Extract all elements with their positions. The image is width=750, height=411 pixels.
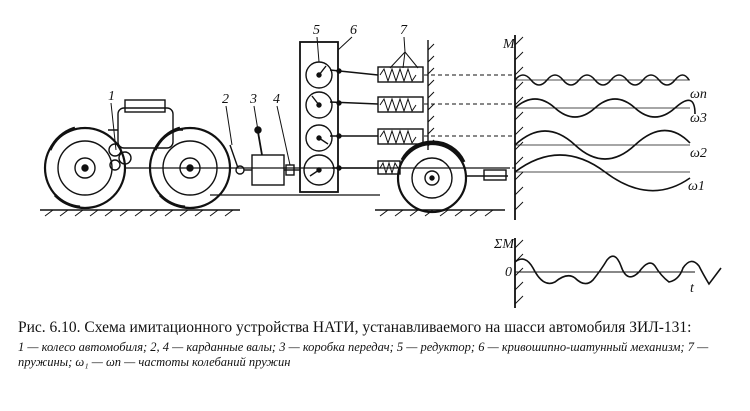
gearbox-3	[251, 126, 285, 186]
label-6: 6	[350, 23, 357, 38]
projection-lines	[400, 74, 515, 169]
springs-7	[377, 51, 424, 175]
label-omega-1: ω1	[688, 179, 705, 194]
sum-m-axis	[514, 238, 695, 308]
label-m-axis: M	[502, 37, 516, 52]
cardan-shaft-2	[229, 144, 252, 175]
axle-housing	[108, 99, 183, 171]
wheel-rear-right	[396, 140, 508, 214]
label-zero: 0	[505, 265, 512, 280]
caption-legend: 1 — колесо автомобиля; 2, 4 — карданные …	[18, 340, 709, 369]
m-axis	[514, 35, 524, 220]
curve-omega-n	[514, 74, 690, 86]
label-2: 2	[222, 92, 229, 107]
label-omega-3: ω3	[690, 111, 707, 126]
figure-caption: Рис. 6.10. Схема имитационного устройств…	[18, 318, 740, 370]
connecting-rods	[329, 68, 379, 171]
curve-omega-1	[514, 154, 691, 192]
curve-omega-2	[514, 129, 691, 160]
label-sum-m: ΣM	[493, 237, 515, 252]
nati-device-diagram: 1 2 3 4 5 6 7 M ωn ω3 ω2 ω1 ΣM 0 t	[40, 23, 722, 308]
cardan-shaft-4	[284, 164, 300, 176]
label-t: t	[690, 281, 695, 296]
label-omega-2: ω2	[690, 146, 707, 161]
label-5: 5	[313, 23, 320, 38]
ground-left	[40, 209, 240, 217]
label-4: 4	[273, 92, 280, 107]
label-omega-n: ωn	[690, 87, 707, 102]
label-1: 1	[108, 89, 115, 104]
wheel-front-left	[43, 126, 127, 210]
label-7: 7	[400, 23, 408, 38]
spring-mount-wall	[427, 40, 435, 150]
crank-tower-6	[299, 41, 339, 193]
label-3: 3	[249, 92, 257, 107]
curve-sum-m	[514, 255, 722, 286]
curve-omega-3	[514, 98, 696, 118]
reducer-5	[303, 61, 335, 186]
caption-title: Рис. 6.10. Схема имитационного устройств…	[18, 319, 692, 336]
